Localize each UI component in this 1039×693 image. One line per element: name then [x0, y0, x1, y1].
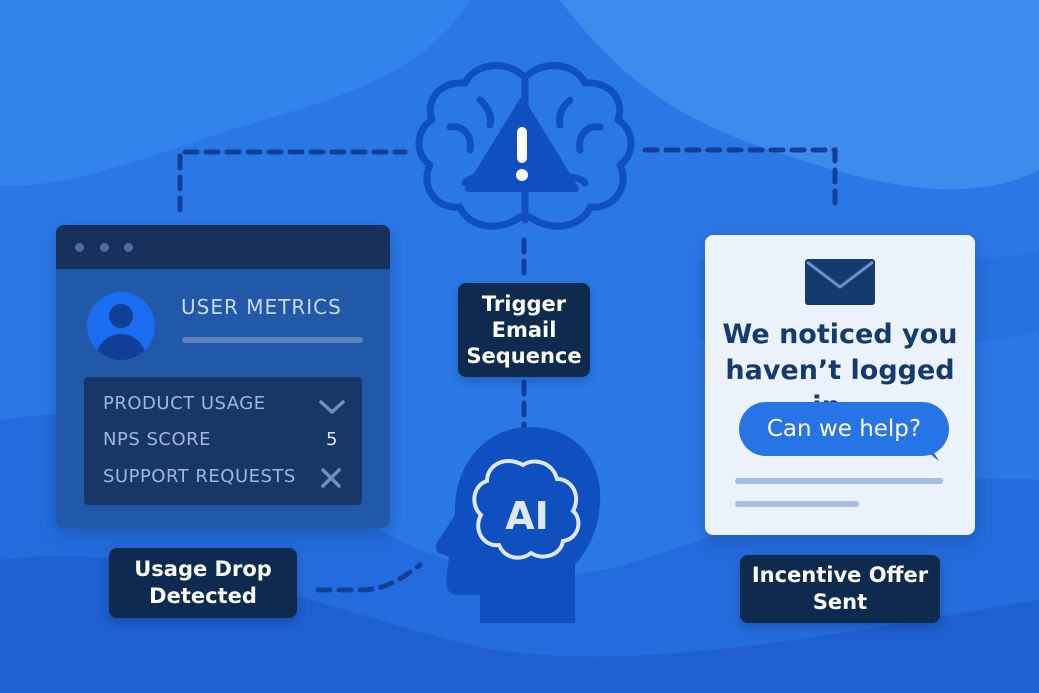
nps-score-value: 5: [326, 429, 338, 450]
window-title-bar: [56, 225, 390, 269]
trigger-line-3: Sequence: [466, 344, 582, 368]
usage-drop-line-2: Detected: [149, 584, 257, 608]
envelope-icon: [805, 259, 875, 305]
trigger-line-1: Trigger: [481, 292, 567, 316]
panel-title: USER METRICS: [181, 295, 342, 319]
window-dot: [124, 243, 133, 252]
connector-right: [642, 147, 838, 215]
incentive-offer-label: Incentive Offer Sent: [740, 555, 940, 623]
usage-drop-label: Usage Drop Detected: [109, 548, 297, 618]
ai-head-icon: [435, 427, 601, 623]
user-metrics-panel: USER METRICS PRODUCT USAGE NPS SCORE 5 S…: [56, 225, 390, 528]
connector-bottom: [315, 562, 423, 593]
ai-text: AI: [505, 494, 549, 538]
bubble-tail: [913, 441, 939, 461]
metric-label-product-usage: PRODUCT USAGE: [103, 393, 266, 414]
email-message-line-1: We noticed you: [722, 319, 958, 350]
metric-label-support-requests: SUPPORT REQUESTS: [103, 466, 296, 487]
metric-label-nps-score: NPS SCORE: [103, 429, 212, 450]
metrics-list: PRODUCT USAGE NPS SCORE 5 SUPPORT REQUES…: [84, 377, 362, 505]
title-underline: [182, 337, 363, 343]
email-preview-card: We noticed you haven’t logged in… Can we…: [705, 235, 975, 535]
text-placeholder-line: [735, 478, 943, 484]
trigger-email-label: Trigger Email Sequence: [458, 283, 590, 377]
usage-drop-line-1: Usage Drop: [134, 557, 272, 581]
warning-icon: [465, 98, 579, 192]
window-dot: [75, 243, 84, 252]
x-icon: [321, 468, 341, 488]
text-placeholder-line: [735, 501, 859, 507]
connector-left: [177, 149, 408, 213]
incentive-line-1: Incentive Offer: [751, 563, 929, 587]
chevron-down-icon: [319, 400, 345, 414]
email-message: We noticed you haven’t logged in…: [705, 317, 975, 425]
incentive-line-2: Sent: [812, 590, 868, 614]
window-dot: [100, 243, 109, 252]
user-icon: [87, 292, 155, 360]
trigger-line-2: Email: [491, 318, 557, 342]
help-chat-bubble[interactable]: Can we help?: [739, 402, 949, 456]
